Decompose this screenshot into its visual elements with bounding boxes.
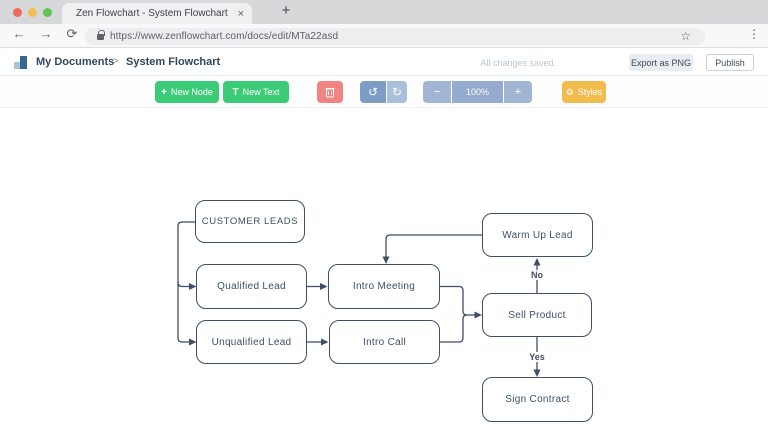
bookmark-star-icon[interactable]: ☆ [680, 28, 691, 43]
save-status-text: All changes saved. [480, 58, 556, 68]
browser-tab-bar: Zen Flowchart - System Flowchart × + [0, 0, 768, 24]
minus-icon: − [433, 86, 441, 98]
text-tool-icon: T [232, 86, 239, 98]
url-text: https://www.zenflowchart.com/docs/edit/M… [110, 30, 339, 42]
zenflowchart-logo-icon[interactable] [14, 55, 28, 69]
node-sell-product[interactable]: Sell Product [482, 293, 592, 337]
undo-button[interactable]: ↺ [360, 81, 386, 103]
address-bar[interactable]: https://www.zenflowchart.com/docs/edit/M… [85, 27, 705, 45]
new-text-label: New Text [242, 87, 280, 97]
back-icon[interactable]: ← [12, 26, 26, 41]
undo-icon: ↺ [367, 85, 379, 99]
zoom-out-button[interactable]: − [423, 81, 451, 103]
node-sign-contract[interactable]: Sign Contract [482, 377, 593, 422]
zoom-in-button[interactable]: + [504, 81, 532, 103]
styles-label: Styles [577, 87, 603, 97]
node-unqualified-lead[interactable]: Unqualified Lead [196, 320, 307, 364]
styles-button[interactable]: ⚙ Styles [562, 81, 606, 103]
node-intro-meeting[interactable]: Intro Meeting [328, 264, 440, 309]
plus-icon: + [161, 86, 167, 98]
editor-toolbar: + New Node T New Text ↺ ↻ − 100% + ⚙ Sty… [0, 76, 768, 108]
redo-button[interactable]: ↻ [387, 81, 407, 103]
node-intro-call[interactable]: Intro Call [329, 320, 440, 364]
close-window-button[interactable] [13, 8, 22, 17]
node-qualified-lead[interactable]: Qualified Lead [196, 264, 307, 309]
gear-icon: ⚙ [565, 86, 574, 97]
publish-button[interactable]: Publish [706, 54, 754, 71]
breadcrumb-my-documents[interactable]: My Documents [36, 56, 115, 68]
edge-label-yes: Yes [526, 352, 548, 362]
new-node-button[interactable]: + New Node [155, 81, 219, 103]
new-node-label: New Node [170, 87, 213, 97]
plus-icon: + [514, 86, 522, 98]
edge-label-no: No [528, 270, 546, 280]
new-text-button[interactable]: T New Text [223, 81, 289, 103]
lock-icon [97, 30, 105, 40]
forward-icon[interactable]: → [39, 26, 53, 41]
node-warm-up-lead[interactable]: Warm Up Lead [482, 213, 593, 257]
new-tab-icon[interactable]: + [281, 2, 291, 19]
browser-menu-icon[interactable]: ⋮ [748, 27, 760, 41]
node-customer-leads[interactable]: CUSTOMER LEADS [195, 200, 305, 243]
tab-title: Zen Flowchart - System Flowchart [76, 8, 228, 19]
minimize-window-button[interactable] [28, 8, 37, 17]
browser-tab[interactable]: Zen Flowchart - System Flowchart × [62, 3, 252, 24]
app-header: My Documents > System Flowchart All chan… [0, 48, 768, 76]
breadcrumb-doc-title[interactable]: System Flowchart [126, 56, 221, 68]
fullscreen-window-button[interactable] [43, 8, 52, 17]
redo-icon: ↻ [391, 85, 403, 99]
zoom-level: 100% [452, 81, 503, 103]
tab-close-icon[interactable]: × [237, 7, 244, 20]
breadcrumb-separator: > [113, 56, 119, 67]
delete-button[interactable] [317, 81, 343, 103]
export-png-button[interactable]: Export as PNG [629, 54, 693, 71]
reload-icon[interactable]: ⟳ [66, 26, 78, 41]
trash-icon [325, 88, 335, 98]
browser-nav-bar: ← → ⟳ https://www.zenflowchart.com/docs/… [0, 24, 768, 48]
